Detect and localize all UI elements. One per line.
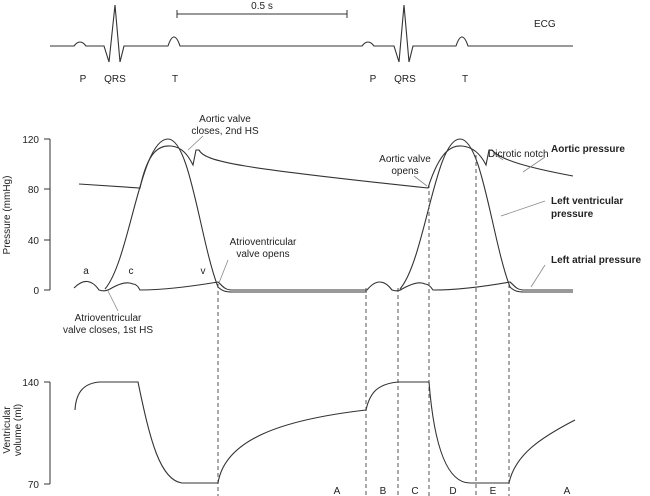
leader-line [492, 152, 504, 161]
ecg-trace [50, 4, 573, 63]
phase-label: B [380, 486, 387, 496]
tick-label: 0 [33, 286, 39, 297]
phase-label: C [411, 486, 418, 496]
ecg-wave-label: QRS [104, 74, 126, 85]
wave-label-c: c [129, 266, 134, 277]
tick-label: 120 [22, 135, 39, 146]
scale-bar [176, 10, 348, 18]
ecg-wave-label: QRS [394, 74, 416, 85]
ecg-wave-label: P [370, 74, 377, 85]
atrial-pressure-curve [73, 280, 573, 292]
leader-line [413, 175, 428, 187]
scale-bar-label: 0.5 s [251, 1, 273, 12]
aortic-pressure-curve [78, 145, 574, 189]
leader-line [522, 156, 546, 173]
leader-line [500, 200, 546, 217]
phase-label: A [334, 486, 341, 496]
annotation-dicrotic-notch: Dicrotic notch [488, 149, 549, 160]
leader-line [530, 264, 546, 288]
leader-line [187, 135, 204, 151]
pressure-axis-label: Pressure (mmHg) [2, 176, 13, 255]
ecg-wave-label: T [172, 74, 178, 85]
volume-axis [44, 381, 51, 485]
tick-label: 140 [22, 378, 39, 389]
ecg-wave-label: P [80, 74, 87, 85]
lv-pressure-curve [104, 138, 573, 293]
ventricular-volume-curve [74, 381, 576, 484]
legend-aortic-pressure: Aortic pressure [551, 144, 625, 155]
ecg-label: ECG [534, 19, 556, 30]
pressure-axis [44, 138, 51, 291]
leader-line [107, 290, 119, 312]
tick-label: 40 [28, 236, 40, 247]
legend-atrial-pressure: Left atrial pressure [551, 255, 641, 266]
tick-label: 70 [28, 480, 40, 491]
wave-label-a: a [83, 266, 89, 277]
leader-line [218, 259, 229, 284]
phase-label: E [490, 486, 497, 496]
tick-label: 80 [28, 185, 40, 196]
phase-label: A [564, 486, 571, 496]
wave-label-v: v [201, 266, 206, 277]
ecg-wave-label: T [462, 74, 468, 85]
phase-label: D [449, 486, 456, 496]
volume-axis-label: Ventricularvolume (ml) [2, 404, 24, 456]
